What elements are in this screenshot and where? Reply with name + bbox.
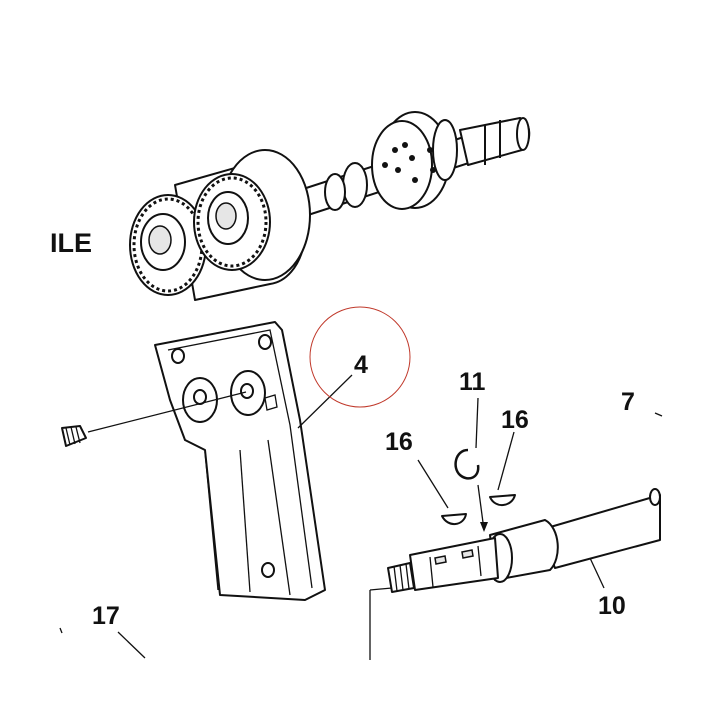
- stud-bolt-icon: [61, 425, 87, 447]
- callout-7: 7: [621, 388, 635, 416]
- partial-caption-text: ILE: [50, 228, 92, 258]
- callout-4: 4: [354, 351, 368, 379]
- callout-16-right: 16: [501, 406, 529, 434]
- timing-cover-icon: [154, 321, 326, 601]
- camshaft-assembly-icon: [129, 111, 531, 301]
- callout-10: 10: [598, 592, 626, 620]
- callout-17: 17: [92, 602, 120, 630]
- drive-shaft-icon: [387, 488, 661, 593]
- callout-11: 11: [459, 368, 486, 396]
- circlip-icon: [454, 448, 480, 480]
- highlight-circle: [309, 306, 411, 408]
- callout-16-left: 16: [385, 428, 413, 456]
- woodruff-key-icon: [441, 494, 516, 525]
